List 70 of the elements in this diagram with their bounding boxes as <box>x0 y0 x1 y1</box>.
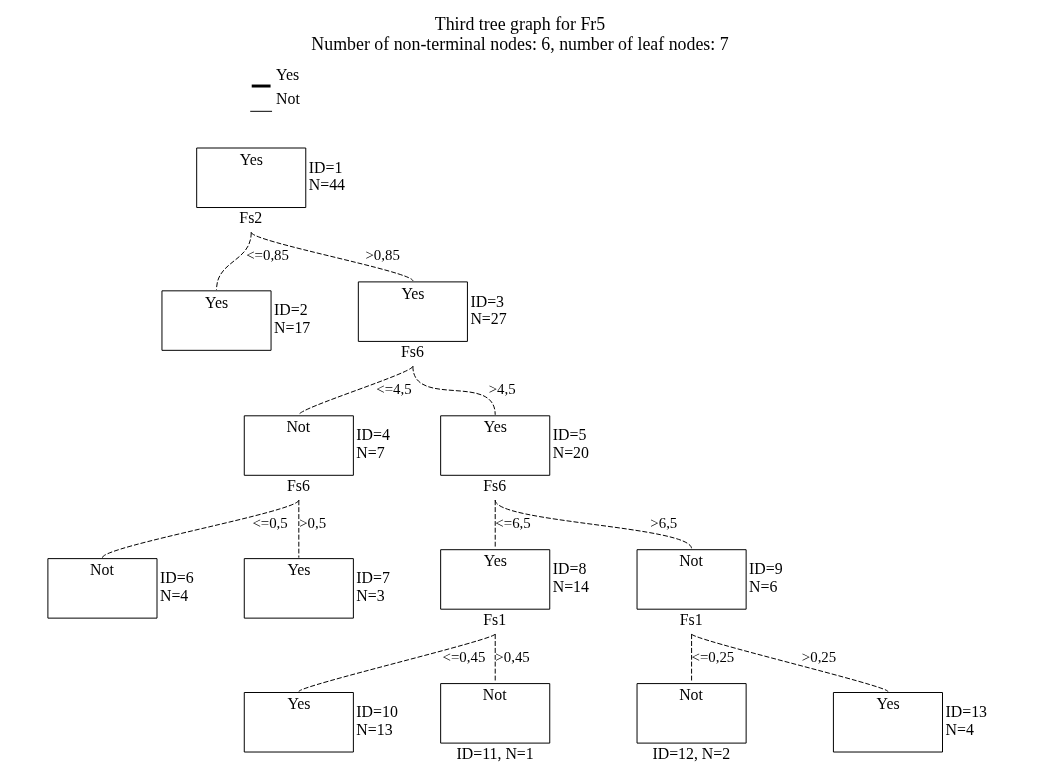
node-label: ID=7 <box>356 569 390 587</box>
connector <box>298 499 300 559</box>
edge-label: >0,25 <box>801 648 837 665</box>
edge-label: >0,85 <box>365 247 400 264</box>
node-label: N=44 <box>308 176 346 194</box>
node-box: Not <box>243 415 354 476</box>
connector <box>298 633 496 692</box>
edge-label: <=0,45 <box>442 648 486 665</box>
node-box: Yes <box>243 692 354 753</box>
node-box: Not <box>47 558 158 619</box>
edge-label: >6,5 <box>650 514 678 531</box>
node-label: N=17 <box>274 319 311 337</box>
node-label: Fs2 <box>239 209 263 227</box>
edge-label: <=6,5 <box>495 514 531 531</box>
node-label: ID=5 <box>552 426 587 444</box>
node-label: ID=9 <box>749 560 783 578</box>
connector <box>250 231 414 282</box>
node-label: ID=6 <box>159 569 194 587</box>
node-label: Fs6 <box>400 343 424 361</box>
node-label: ID=11, N=1 <box>456 744 534 762</box>
node-label: N=4 <box>945 720 974 738</box>
connector <box>691 633 889 692</box>
node-label: N=27 <box>470 310 507 328</box>
caption: Number of non-terminal nodes: 6, number of leaf nodes: 7 <box>311 34 729 55</box>
edge-label: >0,45 <box>495 648 530 665</box>
node-box: Yes <box>440 415 551 476</box>
node-label: ID=13 <box>945 703 988 721</box>
connector <box>412 365 496 416</box>
edge-label: <=0,25 <box>691 648 735 665</box>
node-label: ID=8 <box>552 560 587 578</box>
edge-label: <=4,5 <box>376 380 412 397</box>
node-label: ID=3 <box>470 292 505 310</box>
node-box: Yes <box>161 290 272 351</box>
node-label: Fs6 <box>286 476 310 494</box>
node-box: Not <box>636 549 747 610</box>
connector <box>494 499 693 550</box>
edge-label: >0,5 <box>299 514 327 531</box>
node-box: Not <box>440 683 551 744</box>
node-label: Fs6 <box>483 476 507 494</box>
node-label: Fs1 <box>483 610 507 628</box>
node-box: Yes <box>196 147 307 208</box>
node-label: N=20 <box>552 444 589 462</box>
node-label: ID=1 <box>308 158 343 176</box>
connector <box>298 365 414 416</box>
node-box: Yes <box>440 549 551 610</box>
connector <box>691 633 693 684</box>
node-label: N=6 <box>749 578 778 596</box>
node-label: ID=4 <box>356 426 390 444</box>
connector <box>494 633 496 684</box>
node-label: Fs1 <box>679 610 703 628</box>
node-label: N=13 <box>356 720 393 738</box>
connector <box>216 231 252 291</box>
connector <box>101 499 300 559</box>
node-label: N=4 <box>159 587 189 605</box>
edge-label: <=0,85 <box>246 247 289 264</box>
node-label: ID=12, N=2 <box>652 744 731 762</box>
node-label: N=3 <box>356 587 385 605</box>
node-box: Yes <box>832 692 943 753</box>
node-label: ID=10 <box>356 703 398 721</box>
node-box: Not <box>636 683 747 744</box>
diagram-title: Third tree graph for Fr5 <box>434 14 606 35</box>
node-box: Yes <box>243 558 354 619</box>
edge-label: <=0,5 <box>252 514 288 531</box>
node-label: ID=2 <box>274 301 308 319</box>
legend-label: Yes <box>276 66 300 84</box>
edge-label: >4,5 <box>488 380 516 397</box>
node-label: N=7 <box>356 444 385 462</box>
legend-label: Not <box>276 90 300 108</box>
node-label: N=14 <box>552 578 589 596</box>
node-box: Yes <box>357 281 468 342</box>
